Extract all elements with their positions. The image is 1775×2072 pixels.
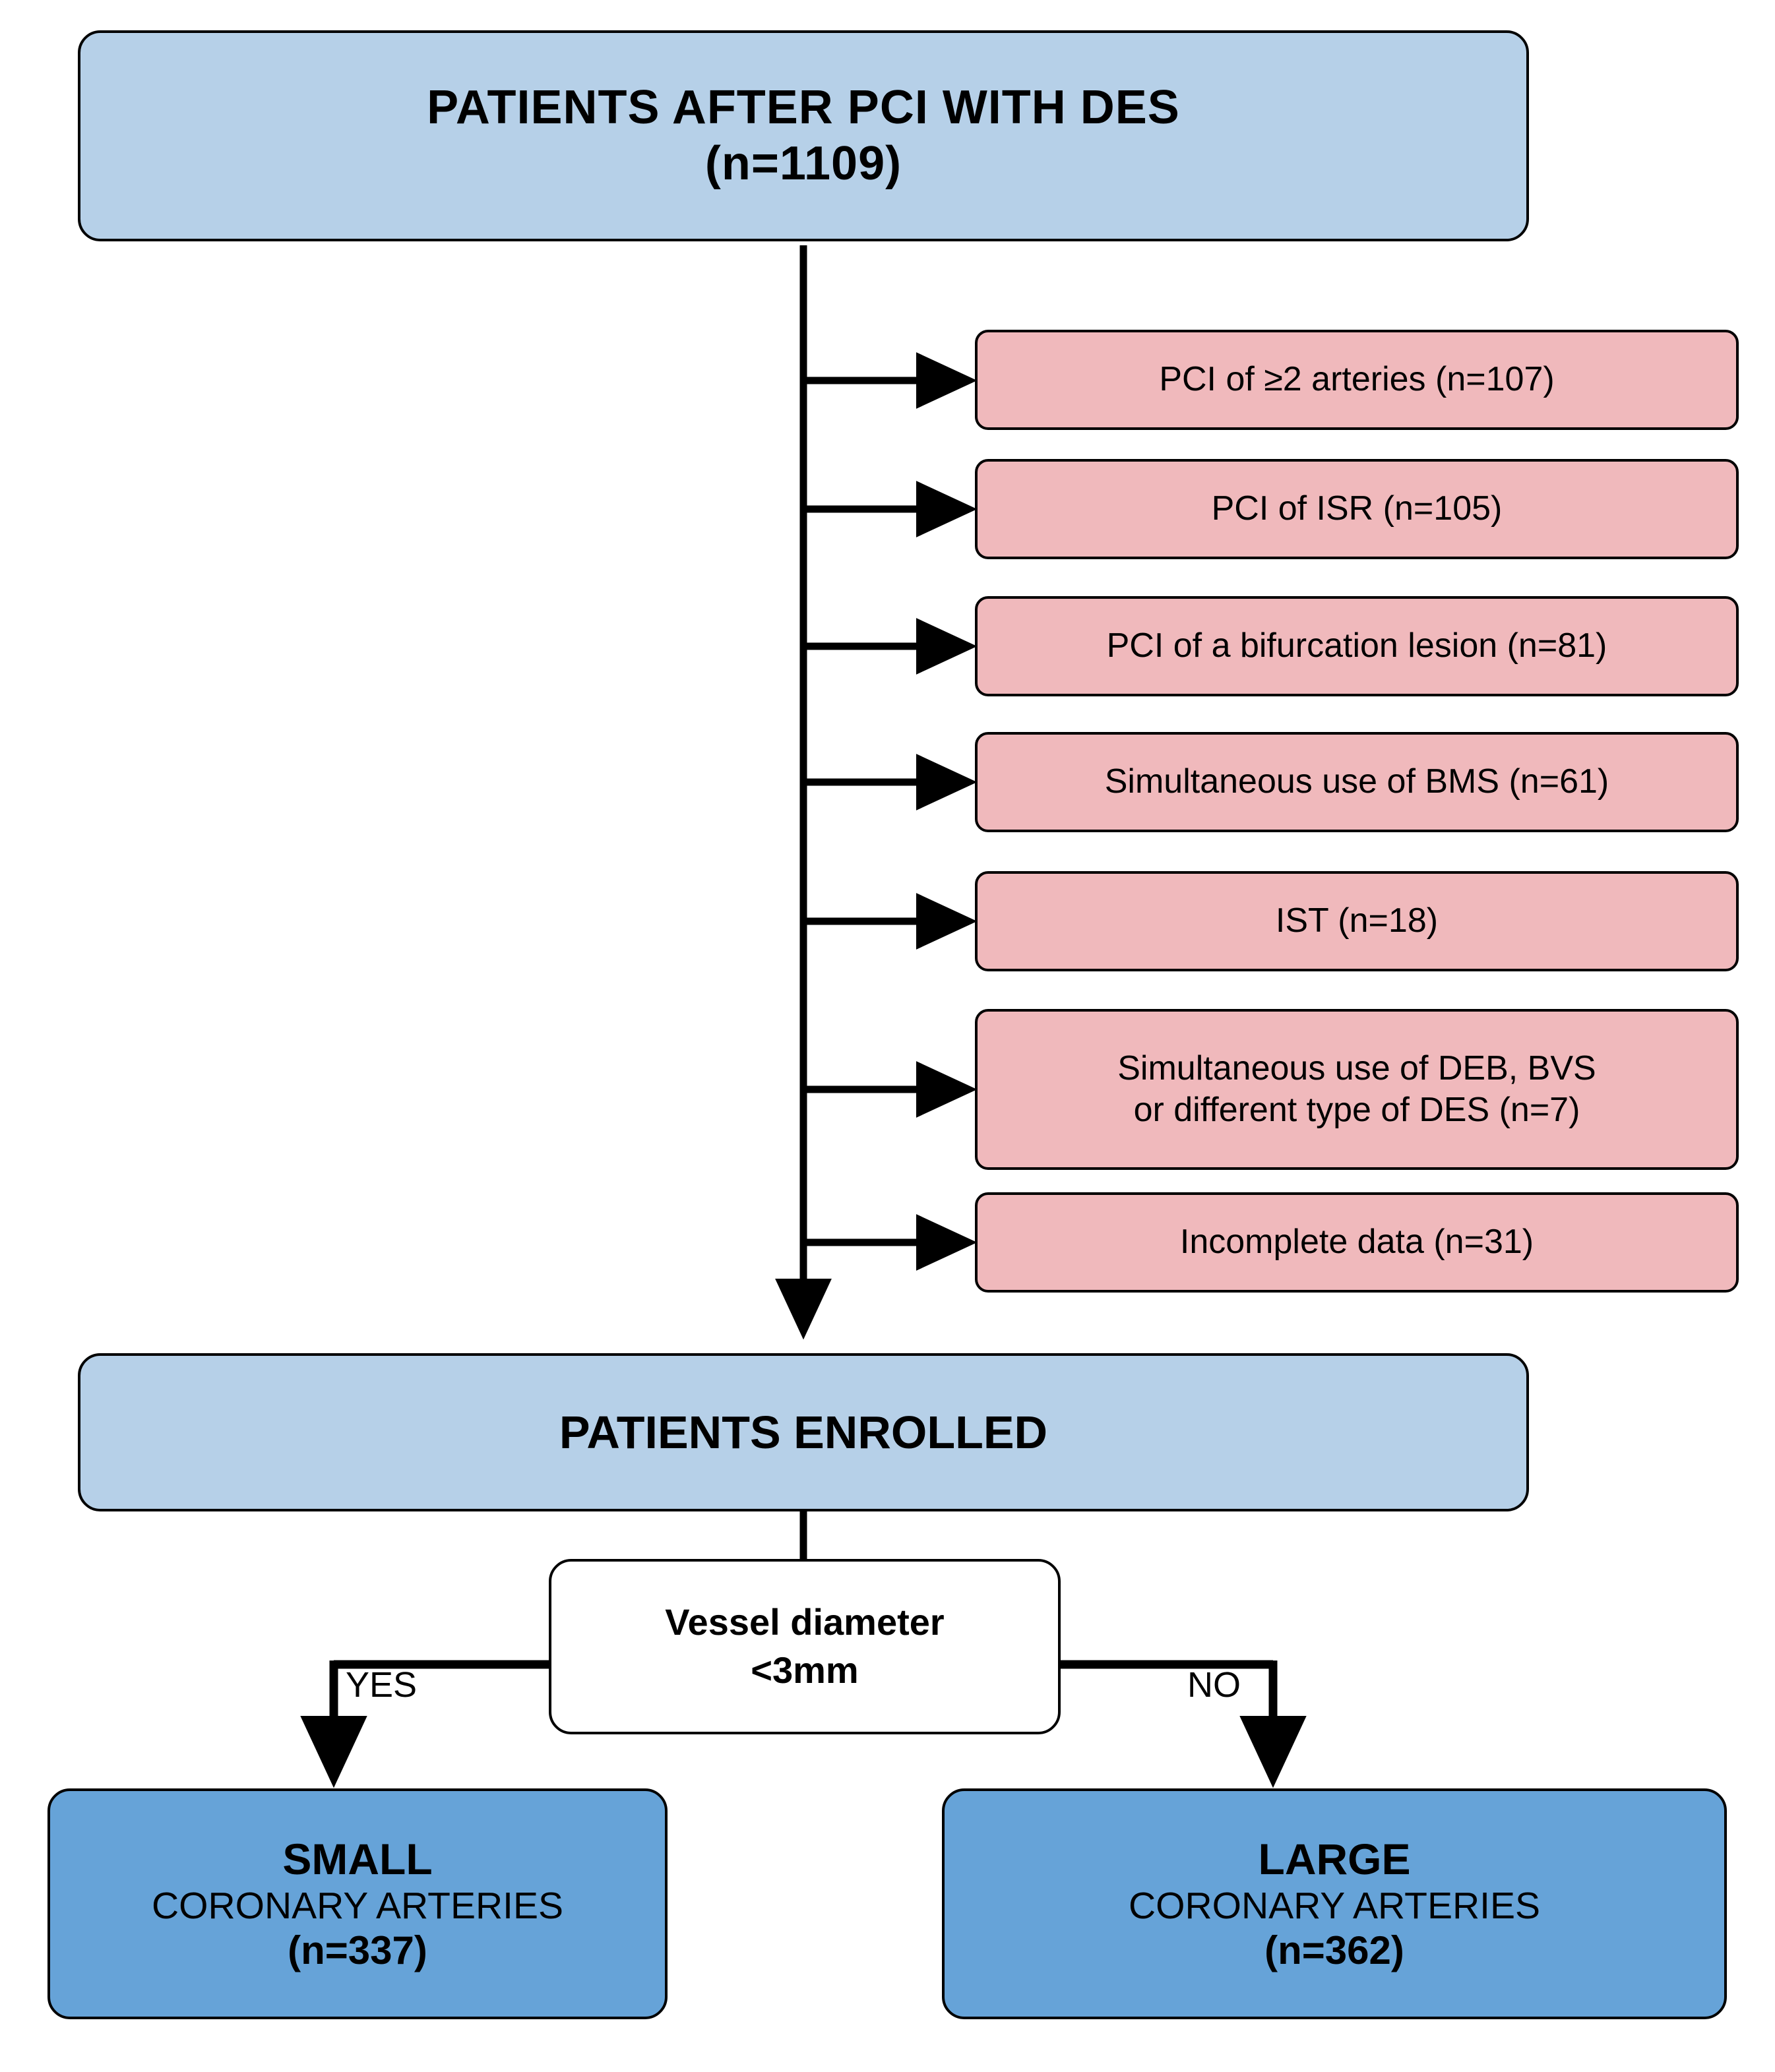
exclusion-label: IST (n=18) (1275, 901, 1439, 940)
enrolled-label: PATIENTS ENROLLED (559, 1406, 1048, 1458)
outcome-small-coronary-arteries: SMALL CORONARY ARTERIES (n=337) (47, 1788, 668, 2019)
exclusion-label: Simultaneous use of BMS (n=61) (1104, 762, 1609, 801)
decision-vessel-diameter: Vessel diameter <3mm (549, 1559, 1061, 1734)
outcome-title: LARGE (1258, 1834, 1411, 1883)
decision-line1: Vessel diameter (665, 1601, 945, 1643)
outcome-large-coronary-arteries: LARGE CORONARY ARTERIES (n=362) (942, 1788, 1727, 2019)
exclusion-box-3: PCI of a bifurcation lesion (n=81) (975, 596, 1739, 696)
outcome-subtitle: CORONARY ARTERIES (151, 1884, 564, 1927)
exclusion-label: Simultaneous use of DEB, BVS (1117, 1049, 1596, 1087)
exclusion-box-2: PCI of ISR (n=105) (975, 459, 1739, 559)
exclusion-box-6: Simultaneous use of DEB, BVS or differen… (975, 1009, 1739, 1170)
node-title-line1: PATIENTS AFTER PCI WITH DES (427, 81, 1180, 135)
outcome-subtitle: CORONARY ARTERIES (1128, 1884, 1541, 1927)
exclusion-label-line2: or different type of DES (n=7) (1133, 1091, 1580, 1129)
exclusion-label: Incomplete data (n=31) (1179, 1223, 1534, 1262)
branch-label-yes: YES (346, 1665, 418, 1705)
exclusion-label: PCI of ISR (n=105) (1211, 489, 1503, 528)
exclusion-box-5: IST (n=18) (975, 871, 1739, 971)
decision-line2: <3mm (751, 1649, 859, 1691)
exclusion-label: PCI of a bifurcation lesion (n=81) (1106, 626, 1607, 665)
node-patients-after-pci: PATIENTS AFTER PCI WITH DES (n=1109) (78, 30, 1529, 241)
outcome-count: (n=337) (288, 1928, 427, 1973)
exclusion-box-1: PCI of ≥2 arteries (n=107) (975, 330, 1739, 430)
node-patients-enrolled: PATIENTS ENROLLED (78, 1353, 1529, 1511)
outcome-count: (n=362) (1264, 1928, 1404, 1973)
exclusion-box-4: Simultaneous use of BMS (n=61) (975, 732, 1739, 832)
exclusion-box-7: Incomplete data (n=31) (975, 1192, 1739, 1293)
exclusion-label: PCI of ≥2 arteries (n=107) (1159, 360, 1555, 399)
branch-label-no: NO (1187, 1665, 1241, 1705)
outcome-title: SMALL (282, 1834, 433, 1883)
node-title-line2: (n=1109) (704, 137, 902, 190)
